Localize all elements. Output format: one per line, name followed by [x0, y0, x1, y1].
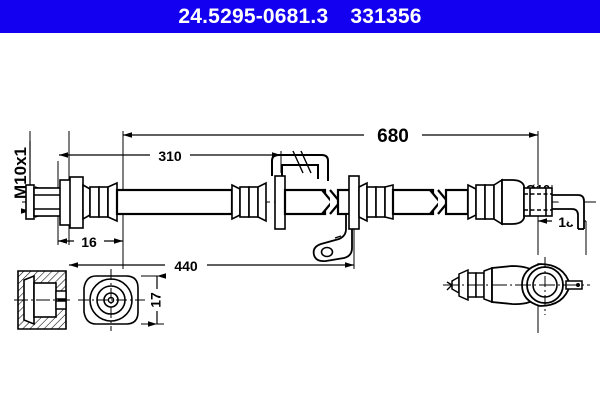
ferrule-middle-left [231, 181, 267, 223]
dimension-440: 440 [69, 256, 354, 274]
hose-segment-1 [115, 188, 234, 216]
detail-view-banjo [443, 257, 590, 315]
title-bar: 24.5295-0681.3 331356 [0, 0, 600, 33]
dimension-680: 680 [123, 124, 538, 147]
hose-segment-2 [283, 188, 354, 216]
dimension-680-label: 680 [377, 126, 409, 147]
dimension-310-label: 310 [158, 148, 182, 164]
dimension-16-label: 16 [81, 234, 97, 250]
part-number: 24.5295-0681.3 [178, 5, 329, 28]
reference-number: 331356 [350, 5, 422, 28]
ferrule-left [82, 181, 118, 223]
lower-hook-bracket [312, 213, 353, 263]
dimension-16: 16 [58, 232, 123, 250]
banjo-body-right [501, 179, 525, 225]
banjo-eye-block [523, 187, 553, 217]
technical-drawing: 680 310 440 16 [0, 33, 600, 400]
dimension-17: 17 [141, 273, 167, 327]
ferrule-middle-right [358, 181, 394, 223]
drawing-svg: 680 310 440 16 [11, 124, 596, 333]
hose-segment-3 [391, 188, 470, 216]
detail-view-end-face [78, 269, 145, 331]
bracket-flange-right [348, 175, 360, 230]
ferrule-right [467, 178, 503, 226]
bracket-flange-left [274, 175, 286, 230]
outlet-tube-right [552, 194, 585, 230]
detail-view-section [14, 270, 70, 330]
left-collar [59, 176, 84, 229]
title-text-group: 24.5295-0681.3 331356 [178, 6, 421, 27]
dimension-310: 310 [59, 146, 281, 164]
upper-spring-clip [271, 150, 329, 181]
dimension-440-label: 440 [174, 258, 198, 274]
dimension-17-label: 17 [148, 292, 164, 308]
